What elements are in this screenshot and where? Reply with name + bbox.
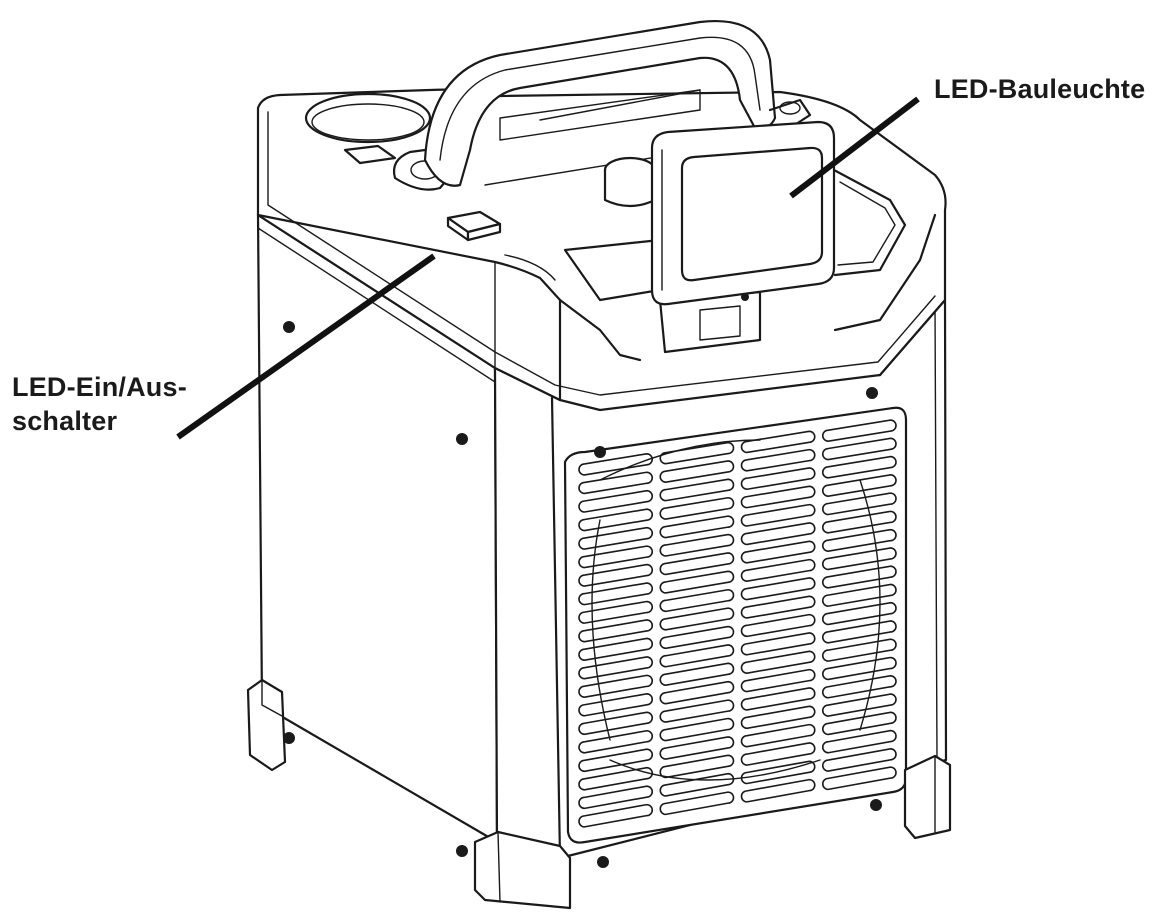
grille-slot (659, 717, 735, 742)
worklight-leader-line (789, 96, 920, 199)
led-worklight-label: LED-Bauleuchte (934, 74, 1146, 104)
grille-slot (740, 668, 816, 693)
feet (246, 678, 952, 910)
grille-slot (578, 582, 653, 606)
grille-slot (822, 729, 897, 754)
switch-leader-line (176, 253, 436, 440)
grille-slot (740, 467, 816, 491)
grille-slot (578, 453, 653, 476)
grille-slot (822, 565, 897, 589)
grille-slot (659, 460, 735, 483)
grille-slot (740, 485, 816, 509)
grille-slot (659, 515, 735, 539)
grille-slot (740, 632, 816, 656)
grille-slot (659, 552, 735, 576)
grille-slot (740, 558, 816, 582)
grille-slot (659, 533, 735, 557)
grille-slot (822, 510, 897, 534)
grille-slot (822, 492, 897, 516)
grille-slot (822, 620, 897, 644)
grille-slot (659, 588, 735, 613)
grille-slot (740, 723, 816, 748)
grille-slot (659, 625, 735, 650)
front-grille (563, 387, 908, 868)
grille-slot (659, 496, 735, 520)
led-switch-label-line1: LED-Ein/Aus- (12, 372, 187, 402)
grille-slot (740, 522, 816, 546)
grille-slot (578, 711, 653, 736)
grille-slot (822, 583, 897, 607)
grille-slot (822, 674, 897, 699)
grille-slot (822, 437, 897, 461)
grille-slot (578, 729, 653, 754)
grille-slot (659, 699, 735, 723)
grille-slot (578, 600, 653, 624)
grille-slot (578, 674, 653, 699)
grille-slot (578, 545, 653, 569)
led-switch-label-line2: schalter (12, 406, 118, 436)
led-switch-label: LED-Ein/Aus- schalter (12, 370, 187, 438)
grille-slot (578, 766, 653, 791)
grille-slot (822, 601, 897, 626)
grille-slot (740, 613, 816, 638)
grille-slot (659, 680, 735, 705)
grille-slot (822, 748, 897, 772)
grille-slot (578, 619, 653, 643)
grille-slot (822, 419, 897, 442)
grille-slot (578, 526, 653, 550)
grille-slot (578, 508, 653, 532)
grille-slot (578, 637, 653, 661)
grille-slot (822, 528, 897, 552)
grille-slot (578, 489, 653, 513)
grille-slot (659, 736, 735, 760)
grille-slot (822, 711, 897, 736)
grille-slots (578, 419, 897, 828)
grille-slot (822, 656, 897, 681)
grille-slot (740, 577, 816, 601)
grille-slot (578, 785, 653, 810)
grille-slot (822, 474, 897, 497)
grille-slot (578, 748, 653, 773)
grille-slot (740, 430, 816, 454)
grille-slot (578, 693, 653, 717)
grille-slot (659, 754, 735, 779)
grille-slot (659, 662, 735, 686)
grille-slot (578, 563, 653, 587)
grille-slot (659, 570, 735, 594)
grille-slot (740, 742, 816, 766)
grille-slot (578, 471, 653, 495)
grille-slot (822, 547, 897, 571)
grille-slot (740, 687, 816, 711)
grille-slot (659, 607, 735, 631)
grille-slot (740, 595, 816, 619)
led-worklight (563, 120, 907, 354)
grille-slot (740, 705, 816, 730)
grille-slot (659, 478, 735, 502)
grille-slot (659, 644, 735, 668)
grille-slot (740, 650, 816, 674)
grille-slot (740, 540, 816, 564)
grille-slot (578, 803, 653, 828)
grille-slot (740, 778, 816, 803)
grille-slot (740, 448, 816, 472)
grille-slot (659, 791, 735, 816)
grille-slot (822, 693, 897, 717)
grille-slot (740, 503, 816, 527)
grille-slot (822, 455, 897, 479)
grille-slot (822, 766, 897, 791)
